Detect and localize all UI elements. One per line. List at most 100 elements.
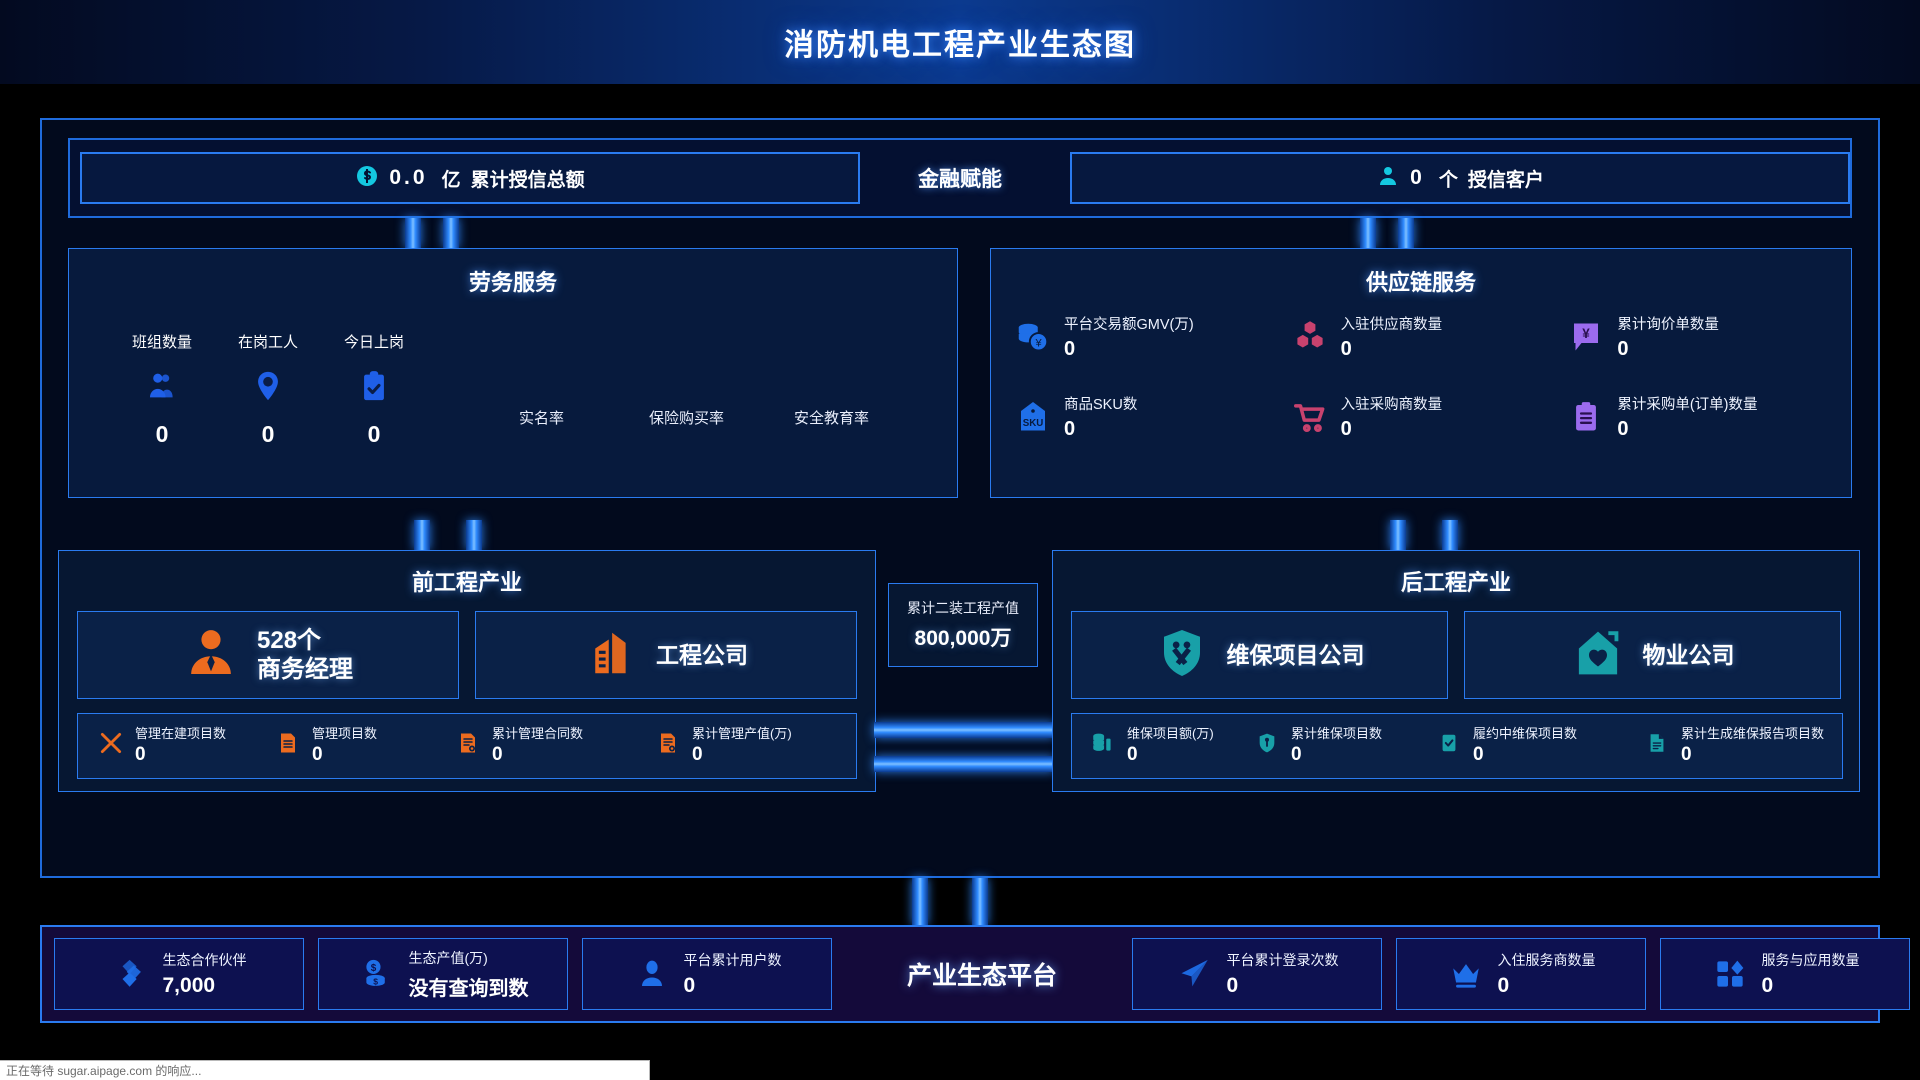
business-manager-text: 528个 商务经理 — [257, 626, 353, 684]
front-stat-item[interactable]: 管理项目数 0 — [273, 726, 453, 766]
supply-chain-item[interactable]: SKU 商品SKU数 0 — [1013, 397, 1290, 441]
browser-status-bar: 正在等待 sugar.aipage.com 的响应... — [0, 1060, 650, 1080]
credit-total-unit: 亿 — [441, 169, 461, 191]
labour-stat-value: 0 — [155, 421, 169, 447]
document-list-icon — [273, 726, 303, 760]
finance-section-label: 金融赋能 — [918, 168, 1002, 191]
back-industry-title: 后工程产业 — [1400, 570, 1511, 595]
supply-chain-item[interactable]: ¥ 平台交易额GMV(万) 0 — [1013, 317, 1290, 361]
supply-chain-item-value: 0 — [1340, 338, 1352, 360]
front-stat-value: 0 — [492, 744, 503, 765]
coins-dollar-icon: $$ — [358, 955, 396, 993]
property-company-card[interactable]: 物业公司 — [1464, 611, 1841, 699]
back-stat-label: 累计生成维保报告项目数 — [1681, 726, 1825, 741]
coins-stack-icon — [1088, 726, 1118, 760]
supply-chain-item[interactable]: 入驻采购商数量 0 — [1290, 397, 1567, 441]
platform-card-eco-value[interactable]: $$ 生态产值(万) 没有查询到数 — [318, 938, 568, 1010]
connector-labour-to-front-a — [414, 520, 430, 550]
shopping-cart-icon — [1290, 397, 1330, 437]
coins-yuan-icon: ¥ — [1013, 317, 1053, 357]
check-box-icon — [1434, 726, 1464, 760]
supply-chain-item-value: 0 — [1340, 418, 1352, 440]
supply-chain-item-label: 累计询价单数量 — [1617, 317, 1719, 333]
user-icon — [1376, 164, 1400, 193]
supply-chain-item-value: 0 — [1617, 338, 1629, 360]
supply-chain-title: 供应链服务 — [1365, 270, 1476, 295]
platform-card-label: 平台累计登录次数 — [1226, 952, 1339, 968]
front-stat-item[interactable]: 管理在建项目数 0 — [78, 726, 273, 766]
labour-stat-label: 今日上岗 — [343, 334, 404, 351]
front-stat-value: 0 — [312, 744, 323, 765]
back-stat-item[interactable]: 累计维保项目数 0 — [1252, 726, 1434, 766]
supply-chain-item[interactable]: 入驻供应商数量 0 — [1290, 317, 1567, 361]
credit-total-card[interactable]: 0.0 亿 累计授信总额 — [80, 152, 860, 204]
labour-rate-label: 实名率 — [518, 410, 564, 427]
platform-card-value: 0 — [1761, 974, 1774, 997]
page-header: 消防机电工程产业生态图 — [0, 0, 1920, 84]
clipboard-list-icon — [1566, 397, 1606, 437]
team-group-icon — [109, 369, 215, 403]
platform-card-users[interactable]: 平台累计用户数 0 — [582, 938, 832, 1010]
svg-text:$: $ — [370, 963, 376, 974]
connector-front-to-back-b — [874, 756, 1054, 772]
platform-bar: 生态合作伙伴 7,000 $$ 生态产值(万) 没有查询到数 平台累计用户数 0… — [40, 925, 1910, 1023]
connector-labour-to-front-b — [466, 520, 482, 550]
front-stat-item[interactable]: 累计管理产值(万) 0 — [653, 726, 853, 766]
business-manager-card[interactable]: 528个 商务经理 — [77, 611, 459, 699]
platform-card-partners[interactable]: 生态合作伙伴 7,000 — [54, 938, 304, 1010]
supply-chain-item[interactable]: 累计采购单(订单)数量 0 — [1566, 397, 1843, 441]
front-stat-label: 累计管理合同数 — [492, 726, 584, 741]
platform-card-label: 平台累计用户数 — [683, 952, 782, 968]
back-stat-item[interactable]: 维保项目额(万) 0 — [1072, 726, 1252, 766]
platform-card-services-apps[interactable]: 服务与应用数量 0 — [1660, 938, 1910, 1010]
labour-stat-value: 0 — [261, 421, 275, 447]
supply-chain-item-label: 商品SKU数 — [1064, 397, 1138, 413]
supply-chain-item-value: 0 — [1064, 418, 1076, 440]
supply-chain-item-value: 0 — [1064, 338, 1076, 360]
front-stat-value: 0 — [692, 744, 703, 765]
svg-text:SKU: SKU — [1023, 418, 1044, 429]
back-stat-label: 累计维保项目数 — [1291, 726, 1383, 741]
back-stat-item[interactable]: 累计生成维保报告项目数 0 — [1642, 726, 1842, 766]
credit-total-value: 0.0 — [389, 166, 428, 189]
person-icon — [633, 955, 671, 993]
back-stat-item[interactable]: 履约中维保项目数 0 — [1434, 726, 1642, 766]
credit-total-label: 累计授信总额 — [470, 169, 585, 191]
house-heart-icon — [1571, 626, 1625, 685]
connector-finance-to-labour-b — [443, 218, 459, 248]
accumulated-value-box[interactable]: 累计二装工程产值 800,000万 — [888, 583, 1038, 667]
credit-customer-card[interactable]: 0 个 授信客户 — [1070, 152, 1850, 204]
front-stat-item[interactable]: 累计管理合同数 0 — [453, 726, 653, 766]
connector-supply-to-back-b — [1442, 520, 1458, 550]
shield-wrench-small-icon — [1252, 726, 1282, 760]
maintenance-company-card[interactable]: 维保项目公司 — [1071, 611, 1448, 699]
maintenance-company-label: 维保项目公司 — [1226, 641, 1365, 668]
platform-card-label: 生态产值(万) — [408, 949, 488, 966]
front-stat-label: 管理项目数 — [312, 726, 378, 741]
supply-chain-item-label: 入驻采购商数量 — [1340, 397, 1443, 413]
paper-plane-icon — [1176, 955, 1214, 993]
back-stat-label: 履约中维保项目数 — [1473, 726, 1578, 741]
platform-card-value: 0 — [1226, 974, 1239, 997]
back-stat-value: 0 — [1473, 744, 1484, 765]
back-stat-value: 0 — [1127, 744, 1138, 765]
svg-text:$: $ — [373, 976, 378, 986]
labour-stat-labels: 班组数量 在岗工人 今日上岗 — [109, 331, 427, 352]
sku-tag-icon: SKU — [1013, 397, 1053, 437]
platform-card-service-providers[interactable]: 入住服务商数量 0 — [1396, 938, 1646, 1010]
status-bar-text: 正在等待 sugar.aipage.com 的响应... — [6, 1064, 202, 1078]
front-stat-label: 累计管理产值(万) — [692, 726, 792, 741]
platform-card-label: 生态合作伙伴 — [162, 952, 247, 968]
engineering-company-card[interactable]: 工程公司 — [475, 611, 857, 699]
page-title: 消防机电工程产业生态图 — [784, 29, 1136, 62]
platform-card-label: 服务与应用数量 — [1761, 952, 1860, 968]
supply-chain-item[interactable]: ¥ 累计询价单数量 0 — [1566, 317, 1843, 361]
svg-text:¥: ¥ — [1034, 338, 1042, 350]
back-industry-panel: 后工程产业 维保项目公司 物业公司 维保项目额(万) — [1052, 550, 1860, 792]
labour-stat-values: 0 0 0 — [109, 421, 427, 448]
platform-card-logins[interactable]: 平台累计登录次数 0 — [1132, 938, 1382, 1010]
tools-cross-icon — [96, 726, 126, 760]
platform-card-value: 0 — [1497, 974, 1510, 997]
report-doc-icon — [1642, 726, 1672, 760]
